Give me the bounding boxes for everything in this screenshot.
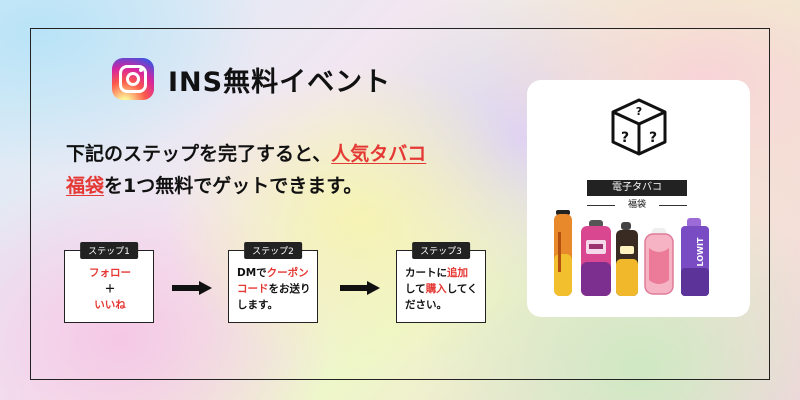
instagram-icon[interactable] [112,58,154,100]
step-3-end: ださい。 [405,299,447,311]
step-2-card: ステップ2 DMでクーポン コードをお送り します。 [228,242,318,323]
svg-text:?: ? [621,130,629,146]
mystery-box-icon: ? ? ? [611,98,667,156]
step-2-label: ステップ2 [244,242,302,259]
header: INS無料イベント [112,58,391,100]
vape-box-pink [581,220,611,296]
vape-products-image: LOWIT [554,210,709,296]
page-title: INS無料イベント [168,66,392,98]
vape-pen-orange [554,210,572,296]
highlight-popular-tobacco: 人気タバコ [331,143,427,165]
step-2-coupon: クーポン [266,267,309,279]
svg-text:LOWIT: LOWIT [696,237,705,266]
step-2-code: コード [237,283,269,295]
step-3-kuda: してく [446,283,478,295]
step-1-label: ステップ1 [80,242,138,259]
event-description: 下記のステップを完了すると、人気タバコ 福袋を1つ無料でゲットできます。 [66,138,516,202]
description-prefix: 下記のステップを完了すると、 [66,143,332,165]
step-2-end: します。 [237,299,278,311]
content-frame [30,28,770,380]
highlight-lucky-bag: 福袋 [66,175,105,197]
step-3-shite: して [405,283,426,295]
step-1-plus: ＋ [104,283,116,295]
step-2-prefix: DMで [237,267,267,279]
step-3-label: ステップ3 [412,242,470,259]
vape-box-pink-clear [644,228,674,295]
step-2-send: をお送り [268,283,311,295]
product-sub-row: 福袋 [587,199,687,211]
description-suffix: を1つ無料でゲットできます。 [104,175,363,197]
step-3-purchase: 購入 [425,283,447,295]
step-3-prefix: カートに [405,267,447,279]
step-3-card: ステップ3 カートに追加 して購入してく ださい。 [396,242,486,323]
step-1-like: いいね [94,299,126,311]
arrow-right-icon [172,281,212,295]
svg-text:?: ? [636,105,642,118]
product-category-band: 電子タバコ [587,180,687,196]
product-card[interactable]: ? ? ? 電子タバコ 福袋 [527,80,750,317]
step-3-add: 追加 [447,267,468,279]
step-1-card: ステップ1 フォロー ＋ いいね [64,242,154,323]
vape-box-yellow [616,222,638,296]
product-sub-label: 福袋 [627,200,646,210]
arrow-right-icon [340,281,380,295]
svg-text:?: ? [649,130,657,146]
step-1-follow: フォロー [89,267,131,279]
vape-box-purple: LOWIT [681,218,709,296]
